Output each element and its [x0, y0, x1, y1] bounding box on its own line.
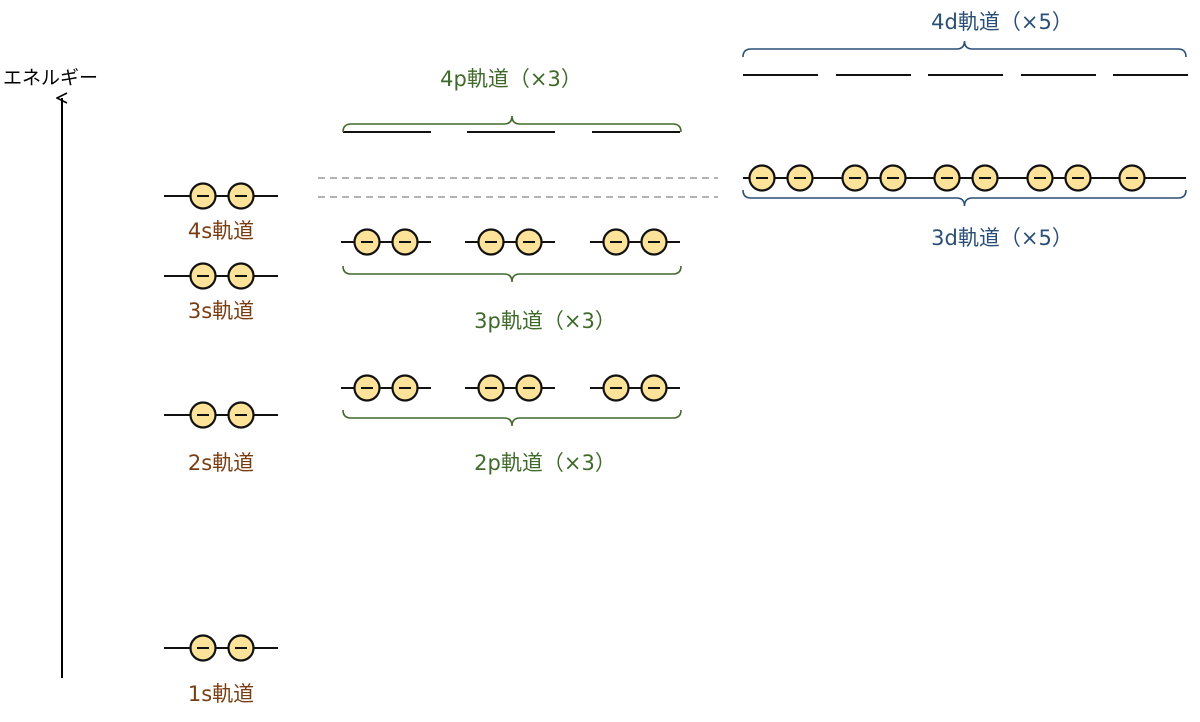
orbital-label-3p: 3p軌道（×3）: [474, 309, 616, 333]
orbital-label-2p: 2p軌道（×3）: [474, 451, 616, 475]
energy-axis-label: エネルギー: [3, 67, 98, 89]
brace-3d: [742, 189, 1187, 207]
brace-2p: [342, 409, 682, 427]
brace-4d: [742, 40, 1187, 58]
orbital-levels: [164, 40, 1188, 662]
orbital-label-4s: 4s軌道: [188, 219, 254, 243]
orbital-label-4p: 4p軌道（×3）: [440, 67, 582, 91]
orbital-label-2s: 2s軌道: [188, 451, 254, 475]
orbital-label-3s: 3s軌道: [188, 299, 254, 323]
brace-4p: [342, 115, 682, 133]
brace-3p: [342, 265, 682, 283]
orbital-label-4d: 4d軌道（×5）: [931, 10, 1073, 34]
orbital-label-1s: 1s軌道: [188, 682, 254, 706]
orbital-label-3d: 3d軌道（×5）: [931, 226, 1073, 250]
